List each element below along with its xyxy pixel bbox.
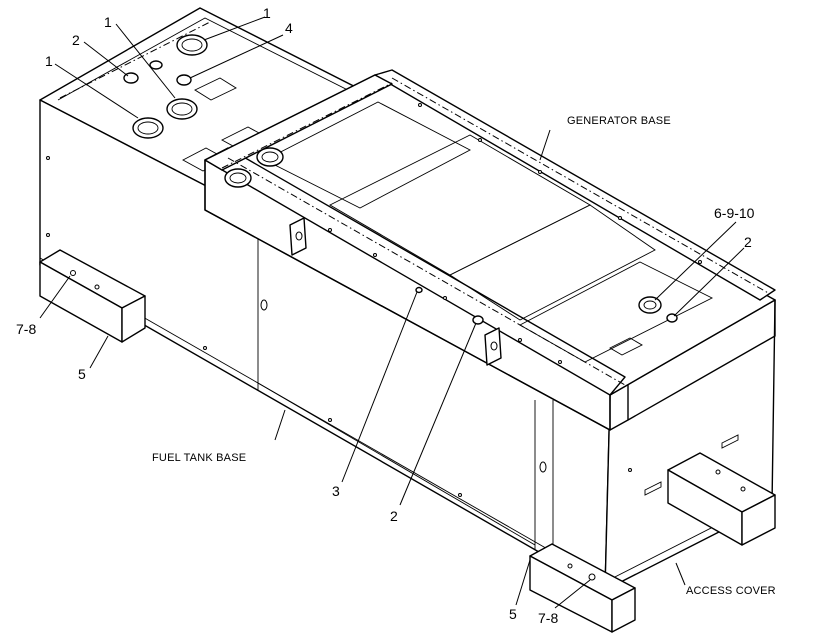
rail-bolts	[415, 286, 484, 325]
callout-1-mid: 1	[104, 14, 112, 30]
mount-block-left	[39, 249, 146, 343]
callout-2-top: 2	[72, 32, 80, 48]
callout-2-center: 2	[390, 508, 398, 524]
callout-4-top: 4	[285, 20, 293, 36]
label-fuel-tank-base: FUEL TANK BASE	[152, 452, 246, 464]
filler-cap-rail-1	[256, 147, 284, 167]
filler-cap-mid	[166, 98, 198, 120]
callout-5-left: 5	[78, 366, 86, 382]
label-generator-base: GENERATOR BASE	[567, 115, 671, 127]
callout-6-9-10: 6-9-10	[714, 205, 755, 221]
filler-cap-left	[132, 117, 164, 139]
callout-5-bottom: 5	[509, 606, 517, 622]
callout-2-right: 2	[744, 234, 752, 250]
callout-7-8-bottom: 7-8	[538, 610, 558, 626]
callouts: 1 1 2 4 1 6-9-10 2 7-8 5 3 2 5 7-8	[16, 5, 755, 626]
callout-1-left: 1	[45, 53, 53, 69]
callout-3-center: 3	[332, 483, 340, 499]
part-labels: GENERATOR BASE FUEL TANK BASE ACCESS COV…	[152, 115, 776, 597]
label-access-cover: ACCESS COVER	[686, 585, 776, 597]
filler-cap-top	[176, 34, 208, 56]
access-cover	[667, 452, 776, 546]
leader-lines	[39, 16, 745, 609]
callout-7-8-left: 7-8	[16, 321, 36, 337]
callout-1-top: 1	[263, 5, 271, 21]
mount-block-bottom	[529, 543, 636, 633]
plug-small-top	[123, 60, 192, 86]
generator-base	[59, 21, 776, 431]
filler-cap-rail-2	[224, 168, 252, 188]
